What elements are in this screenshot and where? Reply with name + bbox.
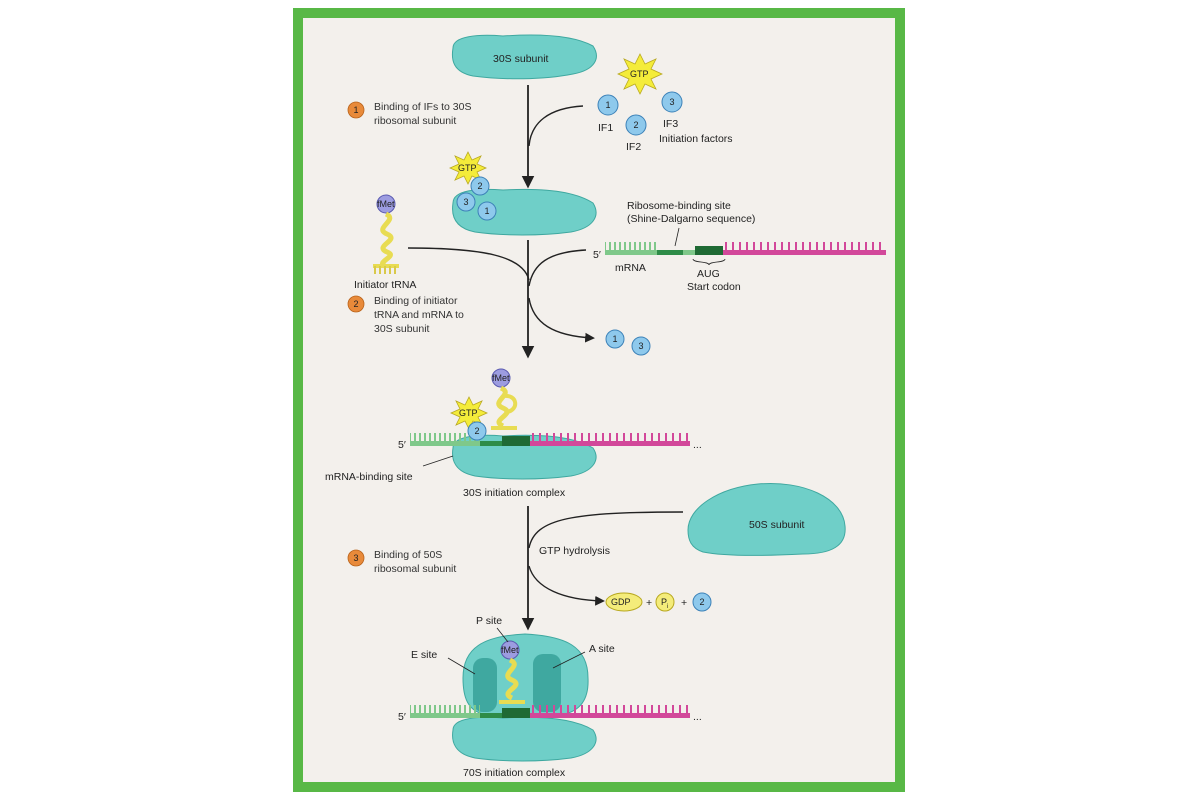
step-2: 2 Binding of initiator tRNA and mRNA to … (347, 295, 464, 335)
subunit-50s: 50S subunit (687, 482, 846, 556)
if3-label: IF3 (663, 118, 678, 130)
svg-text:5′: 5′ (398, 711, 406, 723)
gtp-label-top: GTP (630, 69, 649, 79)
svg-text:3: 3 (353, 553, 358, 563)
svg-text:5′: 5′ (398, 439, 406, 451)
mrna-binding-site-label: mRNA-binding site (325, 471, 413, 483)
svg-text:3: 3 (638, 341, 643, 351)
svg-text:30S subunit: 30S subunit (374, 323, 430, 335)
svg-text:1: 1 (605, 100, 610, 110)
start-codon-label: Start codon (687, 281, 741, 293)
subunit-30s-top: 30S subunit (451, 34, 597, 80)
initiation-factors-label: Initiation factors (659, 133, 733, 145)
svg-text:2: 2 (353, 299, 358, 309)
initiator-trna-label: Initiator tRNA (354, 279, 416, 291)
pi-subscript: i (667, 604, 668, 610)
svg-text:3: 3 (463, 197, 468, 207)
released-products: GDP + P i + 2 (605, 592, 712, 612)
diagram-panel: 30S subunit GTP 1 IF1 2 IF2 3 IF3 Initia… (303, 18, 895, 782)
merge-line-mrna (528, 249, 587, 287)
released-factors: 1 3 (605, 329, 651, 356)
aug-label: AUG (697, 268, 720, 280)
pi-label: P (661, 597, 667, 607)
factor-if3: 3 (661, 91, 683, 113)
ellipsis-30s: ... (693, 439, 702, 451)
subunit-30s-label: 30S subunit (493, 53, 549, 65)
if1-label: IF1 (598, 122, 613, 134)
complex-30s-label: 30S initiation complex (463, 487, 566, 499)
factor-if1: 1 (597, 94, 619, 116)
svg-text:Binding of 50S: Binding of 50S (374, 549, 442, 561)
svg-text:3: 3 (669, 97, 674, 107)
release-arrow-if1-if3 (528, 297, 595, 343)
translation-initiation-diagram: 30S subunit GTP 1 IF1 2 IF2 3 IF3 Initia… (325, 34, 886, 779)
step-1: 1 Binding of IFs to 30S ribosomal subuni… (347, 101, 471, 127)
mrna-label: mRNA (615, 262, 646, 274)
e-site-label: E site (411, 649, 437, 661)
svg-text:1: 1 (484, 206, 489, 216)
svg-text:GTP: GTP (459, 408, 478, 418)
svg-text:Binding of IFs to 30S: Binding of IFs to 30S (374, 101, 471, 113)
svg-text:2: 2 (474, 426, 479, 436)
merge-line-factors (528, 105, 584, 147)
svg-text:Binding of initiator: Binding of initiator (374, 295, 458, 307)
fmet-label-2: fMet (492, 373, 510, 383)
gtp-burst-top: GTP (617, 53, 663, 95)
svg-text:1: 1 (612, 334, 617, 344)
p-site-label: P site (476, 615, 502, 627)
svg-text:tRNA and mRNA to: tRNA and mRNA to (374, 309, 464, 321)
rbs-label-line2: (Shine-Dalgarno sequence) (627, 213, 755, 225)
svg-text:GTP: GTP (458, 163, 477, 173)
factor-if2: 2 (625, 114, 647, 136)
if2-label: IF2 (626, 141, 641, 153)
svg-text:+: + (646, 597, 652, 609)
gdp-label: GDP (611, 597, 631, 607)
initiator-trna: fMet Initiator tRNA (354, 194, 416, 291)
fmet-label-3: fMet (501, 645, 519, 655)
subunit-50s-label: 50S subunit (749, 519, 805, 531)
svg-text:2: 2 (477, 181, 482, 191)
rbs-label-line1: Ribosome-binding site (627, 200, 731, 212)
svg-text:2: 2 (633, 120, 638, 130)
complex-70s: fMet 5′ ... P site E site A site 70S ini… (398, 615, 702, 779)
svg-text:ribosomal subunit: ribosomal subunit (374, 115, 456, 127)
step-3: 3 Binding of 50S ribosomal subunit (347, 549, 456, 575)
fmet-label-1: fMet (377, 199, 395, 209)
merge-line-trna (407, 247, 530, 281)
svg-text:2: 2 (699, 597, 704, 607)
subunit-30s-with-factors: GTP 2 3 1 (449, 151, 597, 236)
complex-30s: 5′ ... GTP 2 fMet mRNA-binding site 30S … (325, 368, 702, 499)
svg-text:+: + (681, 597, 687, 609)
mrna-free: 5′ Ribosome-binding site (Shine-Dalgarno… (593, 200, 886, 293)
svg-text:ribosomal subunit: ribosomal subunit (374, 563, 456, 575)
svg-text:1: 1 (353, 105, 358, 115)
a-site-label: A site (589, 643, 615, 655)
svg-text:5′: 5′ (593, 249, 601, 261)
complex-70s-label: 70S initiation complex (463, 767, 566, 779)
ellipsis-70s: ... (693, 711, 702, 723)
gtp-burst-30s: GTP (449, 151, 487, 185)
gtp-hydrolysis-label: GTP hydrolysis (539, 545, 610, 557)
release-arrow-gdp (528, 565, 605, 606)
merge-line-50s (528, 511, 684, 549)
